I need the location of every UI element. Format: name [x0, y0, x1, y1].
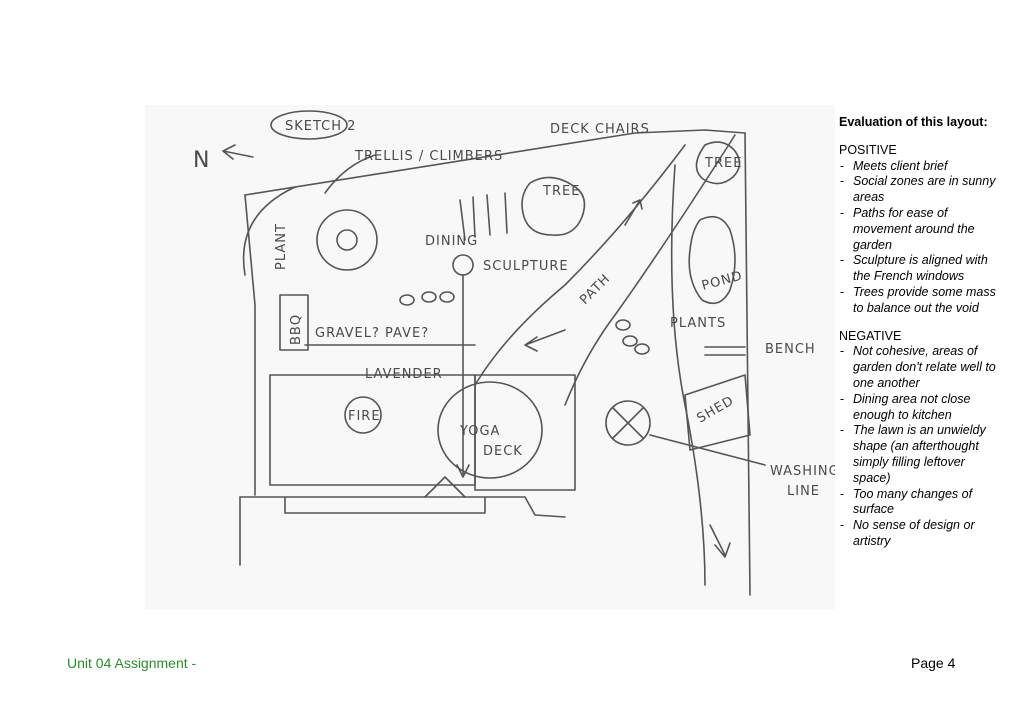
fire-label: FIRE: [348, 409, 381, 424]
gravel-label: GRAVEL? PAVE?: [315, 326, 429, 341]
house-wall: [239, 496, 566, 518]
bench-label: BENCH: [765, 342, 816, 357]
evaluation-title: Evaluation of this layout:: [839, 115, 988, 129]
plants-label: PLANTS: [670, 316, 726, 331]
dining-label: DINING: [425, 234, 478, 249]
evaluation-panel: Evaluation of this layout: POSITIVE Meet…: [839, 115, 999, 562]
lavender-label: LAVENDER: [365, 367, 443, 382]
negative-list: Not cohesive, areas of garden don't rela…: [839, 344, 999, 549]
positive-item: Sculpture is aligned with the French win…: [839, 253, 999, 285]
negative-item: No sense of design or artistry: [839, 518, 999, 550]
sculpture-label: SCULPTURE: [483, 259, 569, 274]
negative-item: The lawn is an unwieldy shape (an aftert…: [839, 423, 999, 486]
positive-item: Trees provide some mass to balance out t…: [839, 285, 999, 317]
garden-layout-sketch: SKETCH 2 N TRELLIS / CLIMBERS DECK CHAIR…: [145, 105, 835, 610]
tree-left-label: TREE: [542, 184, 580, 199]
trellis-label: TRELLIS / CLIMBERS: [354, 149, 503, 164]
french-windows-roof: [424, 476, 466, 498]
deck-chairs-label: DECK CHAIRS: [550, 122, 650, 137]
sketch-title-label: SKETCH 2: [285, 119, 356, 134]
positive-item: Paths for ease of movement around the ga…: [839, 206, 999, 253]
north-label: N: [193, 148, 210, 173]
negative-item: Too many changes of surface: [839, 487, 999, 519]
yoga-label: YOGA: [459, 424, 500, 439]
north-arrow: [222, 144, 254, 160]
line-label: LINE: [787, 484, 820, 499]
positive-item: Social zones are in sunny areas: [839, 174, 999, 206]
boundary-right: [744, 132, 751, 596]
deck-label: DECK: [483, 444, 523, 459]
footer-unit-label: Unit 04 Assignment -: [67, 655, 197, 671]
negative-item: Dining area not close enough to kitchen: [839, 392, 999, 424]
sketch-drawing: SKETCH 2 N TRELLIS / CLIMBERS DECK CHAIR…: [145, 105, 835, 610]
tree-right-label: TREE: [704, 156, 742, 171]
washing-label: WASHING: [770, 464, 835, 479]
footer-page-number: Page 4: [911, 655, 956, 671]
bbq-label: BBQ: [289, 314, 304, 345]
french-windows-frame: [284, 496, 486, 514]
plant-label: PLANT: [274, 223, 289, 270]
positive-list: Meets client brief Social zones are in s…: [839, 159, 999, 317]
positive-item: Meets client brief: [839, 159, 999, 175]
negative-item: Not cohesive, areas of garden don't rela…: [839, 344, 999, 391]
positive-heading: POSITIVE: [839, 142, 897, 157]
negative-heading: NEGATIVE: [839, 328, 902, 343]
boundary-top: [244, 129, 746, 196]
